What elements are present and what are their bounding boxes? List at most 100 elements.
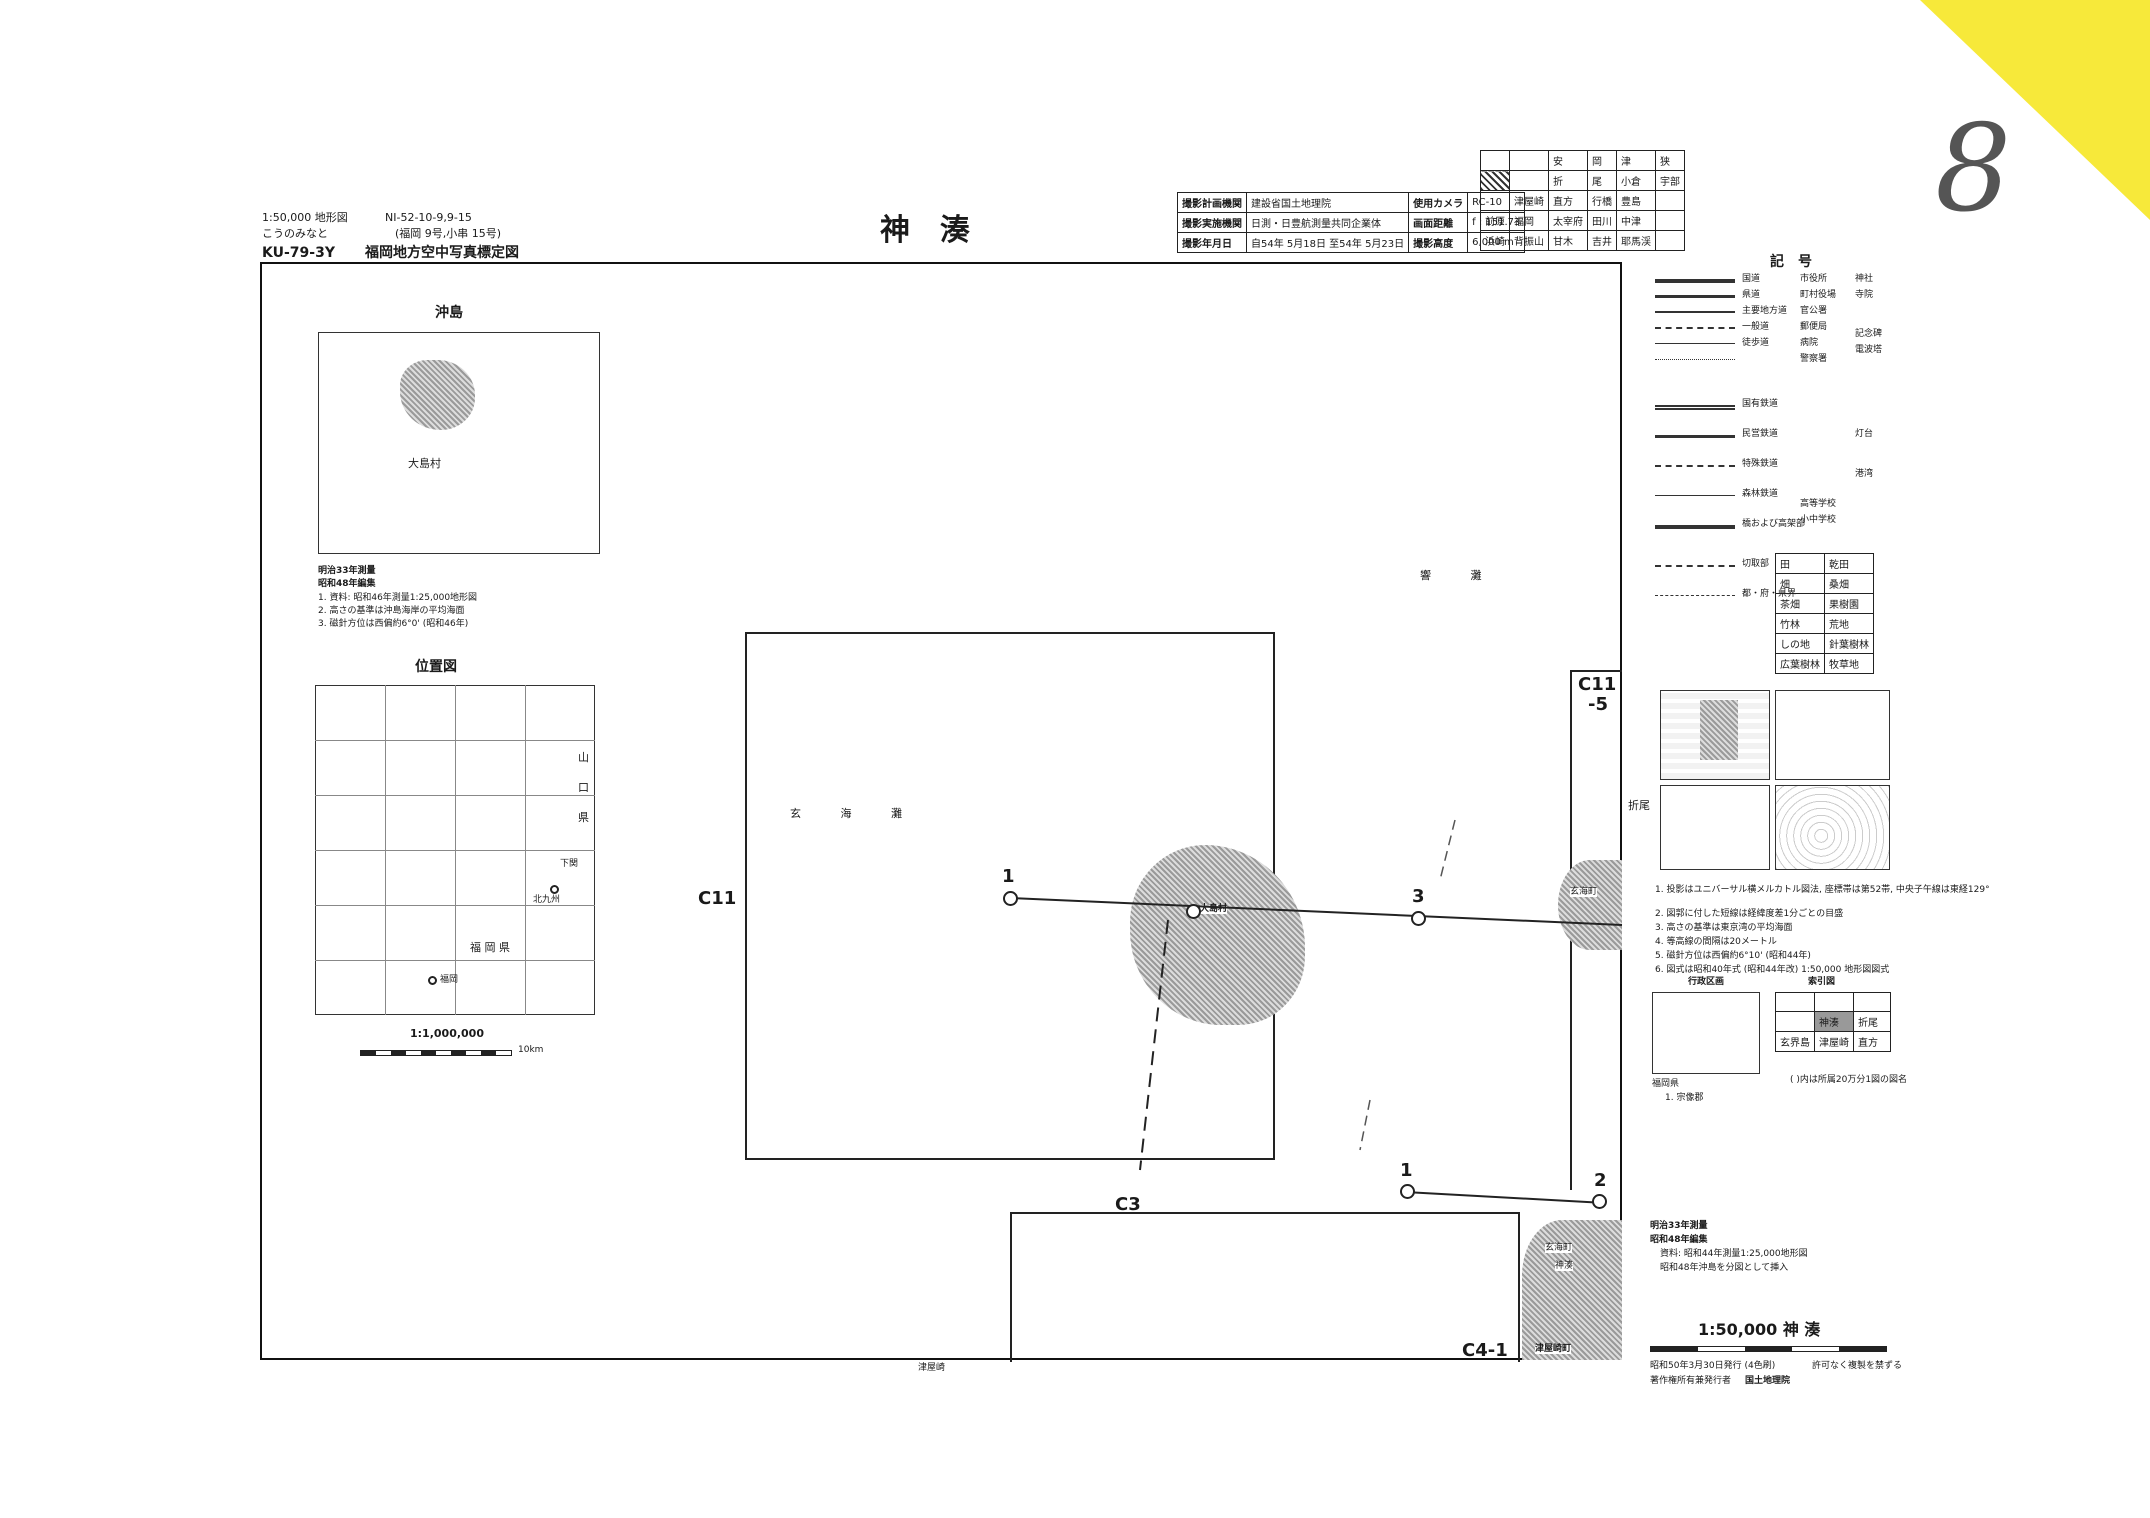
legend-line	[1655, 327, 1735, 329]
legend-line	[1655, 343, 1735, 344]
cell: 津屋崎	[1814, 1031, 1854, 1052]
strip-label-c11-left: C11	[698, 888, 737, 909]
legend-far-16: 灯台	[1855, 429, 1874, 439]
strip-label-c4-1: C4-1	[1462, 1340, 1508, 1361]
index-title: 福岡地方空中写真標定図	[365, 245, 519, 261]
place-oshima: 大島村	[1200, 904, 1228, 914]
cell: 乾田	[1824, 553, 1874, 574]
bottom-label-tsuyazaki: 津屋崎	[918, 1363, 946, 1373]
photo-point-1	[1003, 891, 1018, 906]
loc-label-fukuoka: 福岡	[440, 975, 459, 985]
scale-bar	[360, 1050, 512, 1056]
fukuoka-city-marker	[428, 976, 437, 985]
grid-line	[315, 740, 595, 741]
edition-insert: 昭和48年沖島を分図として挿入	[1660, 1263, 1789, 1273]
photo-number-1: 1	[1002, 866, 1015, 887]
inset-note-1: 昭和48年編集	[318, 579, 376, 589]
legend-left-1: 県道	[1742, 290, 1761, 300]
flight-line-c3	[1404, 1191, 1606, 1204]
cell: 宇部	[1655, 170, 1685, 191]
landuse-table: 田乾田 畑桑畑 茶畑果樹園 竹林荒地 しの地針葉樹林 広葉樹林牧草地	[1775, 553, 1874, 674]
legend-line	[1655, 525, 1735, 529]
dashed-track	[1439, 819, 1456, 881]
flight-line-c11	[1009, 897, 1623, 926]
scale-bar-unit: 10km	[518, 1045, 544, 1055]
cell: 甘木	[1548, 230, 1588, 251]
photo-point-3	[1411, 911, 1426, 926]
okinoshima-village: 大島村	[408, 457, 441, 470]
index-map-table: 神湊折尾 玄界島津屋崎直方	[1775, 992, 1891, 1052]
inset-note-3: 2. 高さの基準は沖島海岸の平均海面	[318, 606, 465, 616]
photo-point-c3-2	[1592, 1194, 1607, 1209]
inset-note-2: 1. 資料: 昭和46年測量1:25,000地形図	[318, 593, 478, 603]
map-title: 神 湊	[880, 213, 970, 248]
legend-right-10: 高等学校	[1800, 499, 1837, 509]
legend-right-7: 病院	[1800, 338, 1819, 348]
legend-left-17: 都・府・県界	[1742, 589, 1797, 599]
legend-line	[1655, 279, 1735, 283]
photo-number-c3-1: 1	[1400, 1160, 1413, 1181]
edition-source: 資料: 昭和44年測量1:25,000地形図	[1660, 1249, 1808, 1259]
cell: 荒地	[1824, 613, 1874, 634]
note-1: 1. 投影はユニバーサル横メルカトル図法, 座標帯は第52帯, 中央子午線は東経…	[1655, 885, 1990, 895]
note-2: 2. 図郭に付した短線は経緯度差1分ごとの目盛	[1655, 909, 1844, 919]
legend-line	[1655, 565, 1735, 567]
sheet-reading: こうのみなと	[262, 227, 328, 240]
cell: 牧草地	[1824, 653, 1874, 674]
note-5: 5. 磁針方位は西偏約6°10' (昭和44年)	[1655, 951, 1811, 961]
admin-map-sub: 1. 宗像郡	[1665, 1093, 1704, 1103]
scale-type: 1:50,000 地形図	[262, 211, 348, 224]
legend-line	[1655, 405, 1735, 410]
sheet-code: NI-52-10-9,9-15	[385, 211, 472, 224]
strip-label-c11-right: C11	[1578, 674, 1617, 695]
footer-publisher: 国土地理院	[1745, 1376, 1791, 1386]
cell: 広葉樹林	[1775, 653, 1825, 674]
legend-right-11: 小中学校	[1800, 515, 1837, 525]
location-map-scale: 1:1,000,000	[410, 1027, 484, 1040]
cell: 直方	[1853, 1031, 1891, 1052]
sea-label-hibiki: 響 灘	[1420, 569, 1500, 582]
legend-symbols	[1655, 275, 1885, 615]
legend-title: 記 号	[1770, 254, 1812, 270]
cell: しの地	[1775, 633, 1825, 654]
cell: 針葉樹林	[1824, 633, 1874, 654]
loc-label-shimonoseki: 下関	[560, 859, 579, 869]
grid-line	[315, 960, 595, 961]
legend-left-6: 民営鉄道	[1742, 429, 1779, 439]
sample-map-4	[1775, 785, 1890, 870]
note-3: 3. 高さの基準は東京湾の平均海面	[1655, 923, 1793, 933]
cell: 玄界島	[1775, 1031, 1815, 1052]
photo-point-c3-1	[1400, 1184, 1415, 1199]
note-4: 4. 等高線の間隔は20メートル	[1655, 937, 1777, 947]
legend-far-15: 電波塔	[1855, 345, 1883, 355]
strip-label-c3: C3	[1115, 1194, 1141, 1215]
cell	[1853, 992, 1891, 1012]
legend-line	[1655, 495, 1735, 496]
legend-line	[1655, 359, 1735, 360]
legend-left-2: 主要地方道	[1742, 306, 1788, 316]
sheet-ref: (福岡 9号,小串 15号)	[395, 227, 502, 240]
cell: 狭	[1655, 150, 1685, 171]
legend-far-17: 港湾	[1855, 469, 1874, 479]
footer-published: 昭和50年3月30日発行 (4色刷)	[1650, 1361, 1776, 1371]
legend-right-8: 警察署	[1800, 354, 1828, 364]
edition-compiled: 昭和48年編集	[1650, 1235, 1708, 1245]
okinoshima-island	[400, 360, 475, 430]
flight-line-dashed	[1139, 919, 1169, 1171]
legend-far-12: 神社	[1855, 274, 1874, 284]
cell	[1814, 992, 1854, 1012]
admin-map-title: 行政区画	[1688, 977, 1725, 987]
strip-label-c11-5: -5	[1588, 694, 1608, 715]
index-map-note: ( )内は所属20万分1図の図名	[1790, 1075, 1908, 1085]
legend-left-10: 森林鉄道	[1742, 489, 1779, 499]
inset-note-4: 3. 磁針方位は西偏約6°0' (昭和46年)	[318, 619, 469, 629]
grid-line	[315, 905, 595, 906]
grid-line	[315, 850, 595, 851]
sample-map-3	[1660, 785, 1770, 870]
legend-right-1: 町村役場	[1800, 290, 1837, 300]
loc-label-kitakyushu: 北九州	[533, 895, 561, 905]
legend-line	[1655, 595, 1735, 596]
legend-line	[1655, 435, 1735, 438]
sample-map-2	[1775, 690, 1890, 780]
